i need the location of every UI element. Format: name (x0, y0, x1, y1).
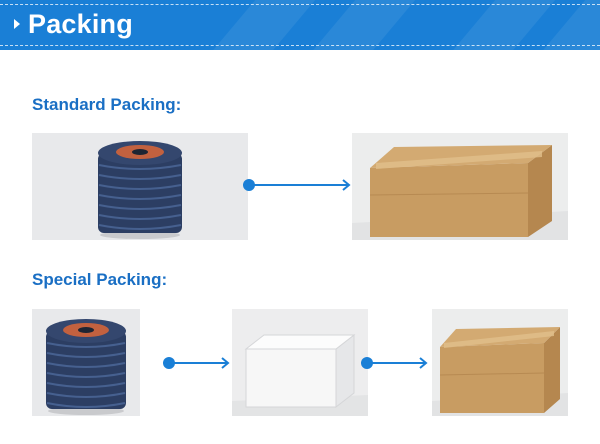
arrow-right-icon (162, 356, 232, 370)
banner-stripe (296, 0, 424, 50)
arrow-right-icon (242, 178, 354, 192)
banner-stripe (436, 0, 564, 50)
banner-dashed-line (0, 45, 600, 46)
header-banner: Packing (0, 0, 600, 50)
carton-box-photo (432, 309, 568, 416)
white-box-photo (232, 309, 368, 416)
page-title: Packing (28, 9, 133, 39)
caret-right-icon (14, 19, 20, 29)
carton-box-photo (352, 133, 568, 240)
flap-disc-stack-photo (32, 309, 140, 416)
banner-dashed-line (0, 4, 600, 5)
section-heading-standard: Standard Packing: (32, 95, 182, 114)
banner-stripe (196, 0, 324, 50)
arrow-right-icon (360, 356, 430, 370)
flap-disc-stack-photo (32, 133, 248, 240)
section-heading-special: Special Packing: (32, 270, 168, 289)
